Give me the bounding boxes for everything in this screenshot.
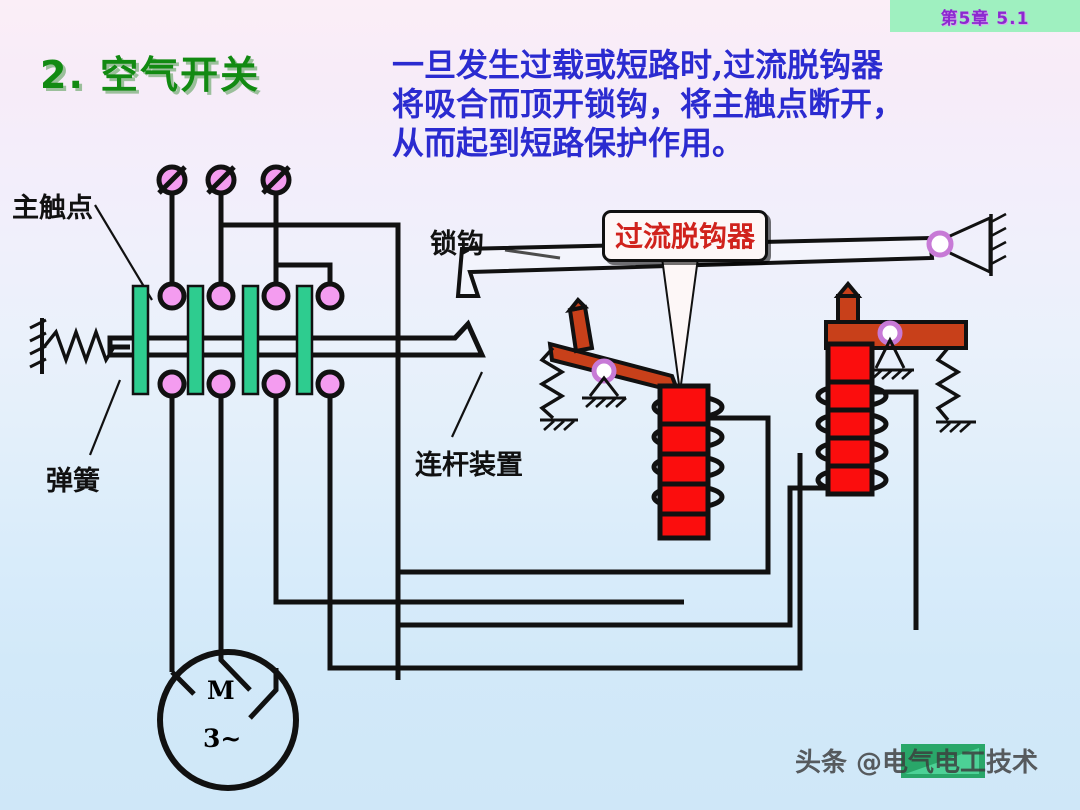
contact-blade-2 [186, 284, 205, 396]
contact-blade-1 [131, 284, 150, 396]
leader-main-contacts [94, 204, 153, 301]
wire-leftcoil-top [398, 415, 771, 575]
label-linkage: 连杆装置 [415, 450, 523, 481]
watermark-text: 头条 @电气电工技术 [795, 748, 1039, 778]
return-spring-assembly [29, 318, 130, 374]
body-paragraph: 一旦发生过载或短路时,过流脱钩器 将吸合而顶开锁钩，将主触点断开， 从而起到短路… [392, 46, 1052, 163]
second-release-assembly [815, 280, 976, 497]
label-spring: 弹簧 [46, 466, 100, 497]
leader-latch [504, 248, 561, 260]
motor-symbol [157, 649, 299, 791]
page-title: 2. 空气开关 [40, 53, 261, 97]
callout-pointer [658, 242, 702, 393]
wire-motor-lead [248, 668, 279, 720]
leader-spring [88, 379, 122, 456]
latch-pivot [926, 230, 954, 258]
upper-contact-terminals [157, 281, 345, 311]
supply-terminal-group [156, 164, 292, 300]
contact-blade-3 [241, 284, 260, 396]
wire-rightcoil-bottom [398, 485, 828, 628]
label-main-contacts: 主触点 [12, 193, 93, 224]
wire-phase3-coil [273, 396, 684, 605]
wire-phase2-motor [218, 396, 252, 692]
main-contact-blades [131, 284, 314, 396]
second-armature [825, 341, 875, 497]
callout-overcurrent-release: 过流脱钩器 [602, 210, 769, 262]
label-latch-hook: 锁钩 [430, 229, 484, 260]
second-return-spring [934, 346, 962, 422]
body-line-1: 一旦发生过载或短路时,过流脱钩器 [392, 46, 884, 84]
release-lever-stub [567, 304, 595, 354]
lower-wiring-network [169, 389, 919, 720]
chapter-label: 第5章 5.1 [940, 8, 1030, 29]
motor-phase-label: 3~ [203, 724, 242, 753]
motor-symbol-letter: M [207, 676, 235, 705]
release-return-spring [538, 346, 566, 420]
release-lever-pivot [591, 358, 617, 384]
latch-hook [455, 212, 1007, 298]
chapter-banner: 第5章 5.1 [890, 0, 1080, 32]
leader-linkage [451, 371, 483, 438]
body-line-3: 从而起到短路保护作用。 [392, 124, 745, 163]
overcurrent-release-assembly [538, 297, 725, 541]
wire-terminal4-coil [327, 396, 803, 671]
contact-blade-4 [295, 284, 314, 396]
body-line-2: 将吸合而顶开锁钩，将主触点断开， [392, 85, 905, 124]
return-spring-coil [42, 326, 116, 366]
wire-rightcoil-top [872, 389, 919, 630]
watermark-logo [901, 744, 985, 778]
